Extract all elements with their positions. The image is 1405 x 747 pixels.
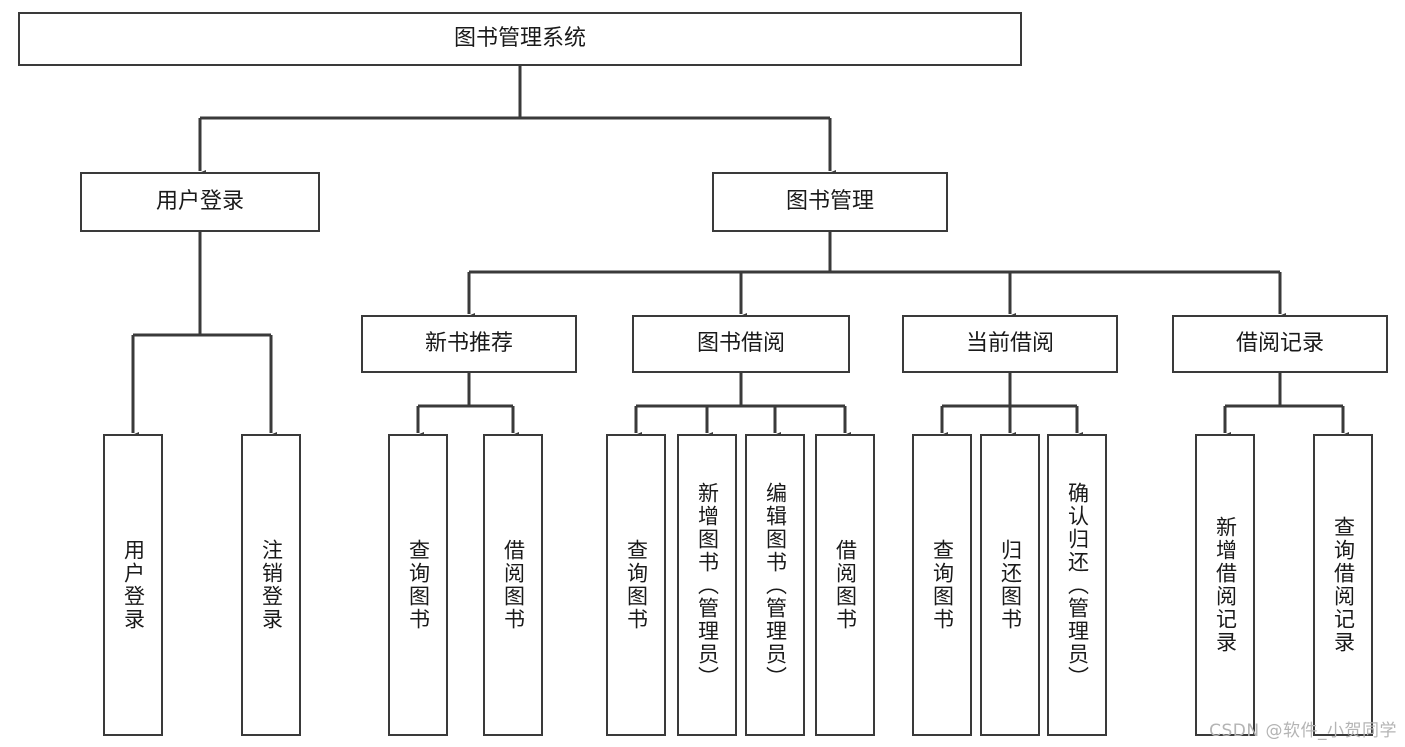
node-label-cur-return: 归还图书: [998, 539, 1023, 631]
node-login-logout[interactable]: 注销登录: [241, 434, 301, 736]
node-new-borrow[interactable]: 借阅图书: [483, 434, 543, 736]
node-label-current: 当前借阅: [965, 331, 1054, 357]
node-label-borrow: 图书借阅: [696, 331, 785, 357]
node-label-cur-confirm: 确认归还（管理员）: [1065, 481, 1090, 689]
node-current[interactable]: 当前借阅: [902, 315, 1118, 373]
node-rec-add[interactable]: 新增借阅记录: [1195, 434, 1255, 736]
node-label-new-query: 查询图书: [406, 539, 431, 631]
node-root[interactable]: 图书管理系统: [18, 12, 1022, 66]
node-cur-query[interactable]: 查询图书: [912, 434, 972, 736]
node-label-newbook: 新书推荐: [424, 331, 513, 357]
node-borrow-add[interactable]: 新增图书（管理员）: [677, 434, 737, 736]
node-label-rec-query: 查询借阅记录: [1331, 516, 1356, 654]
node-cur-return[interactable]: 归还图书: [980, 434, 1040, 736]
node-label-new-borrow: 借阅图书: [501, 539, 526, 631]
node-label-borrow-add: 新增图书（管理员）: [695, 481, 720, 689]
node-label-login-user: 用户登录: [121, 539, 146, 631]
node-label-bookmgmt: 图书管理: [785, 189, 874, 215]
node-cur-confirm[interactable]: 确认归还（管理员）: [1047, 434, 1107, 736]
node-label-borrow-edit: 编辑图书（管理员）: [763, 481, 788, 689]
node-rec-query[interactable]: 查询借阅记录: [1313, 434, 1373, 736]
node-label-root: 图书管理系统: [453, 26, 586, 52]
node-label-login: 用户登录: [155, 189, 244, 215]
node-label-rec-add: 新增借阅记录: [1213, 516, 1238, 654]
node-new-query[interactable]: 查询图书: [388, 434, 448, 736]
node-borrow-query[interactable]: 查询图书: [606, 434, 666, 736]
node-borrow-lend[interactable]: 借阅图书: [815, 434, 875, 736]
edge-group: [127, 66, 1349, 442]
node-label-records: 借阅记录: [1235, 331, 1324, 357]
node-label-borrow-lend: 借阅图书: [833, 539, 858, 631]
node-newbook[interactable]: 新书推荐: [361, 315, 577, 373]
node-label-cur-query: 查询图书: [930, 539, 955, 631]
node-borrow[interactable]: 图书借阅: [632, 315, 850, 373]
node-records[interactable]: 借阅记录: [1172, 315, 1388, 373]
node-label-login-logout: 注销登录: [259, 539, 284, 631]
node-borrow-edit[interactable]: 编辑图书（管理员）: [745, 434, 805, 736]
node-label-borrow-query: 查询图书: [624, 539, 649, 631]
node-login[interactable]: 用户登录: [80, 172, 320, 232]
node-bookmgmt[interactable]: 图书管理: [712, 172, 948, 232]
node-login-user[interactable]: 用户登录: [103, 434, 163, 736]
